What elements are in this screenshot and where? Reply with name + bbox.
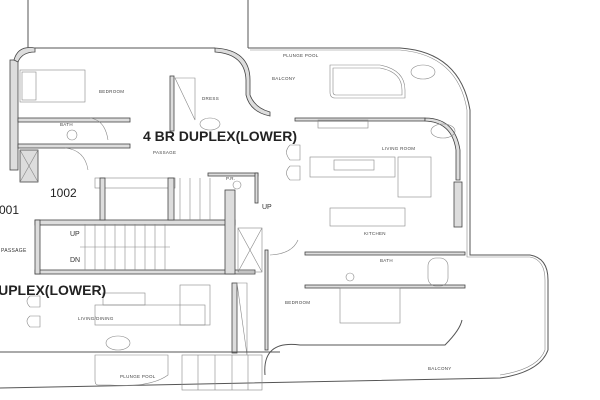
label-bedroom: BEDROOM bbox=[99, 89, 124, 94]
label-passage-lower: PASSAGE bbox=[1, 248, 27, 254]
label-plunge-pool-lower: PLUNGE POOL bbox=[120, 374, 156, 379]
label-balcony: BALCONY bbox=[272, 76, 296, 81]
label-stair-down: DN bbox=[70, 257, 80, 264]
label-bath: BATH bbox=[60, 122, 73, 127]
label-plunge-pool: PLUNGE POOL bbox=[283, 53, 319, 58]
label-balcony-2: BALCONY bbox=[428, 366, 452, 371]
unit-number-1001: 001 bbox=[0, 203, 19, 217]
label-living-room: LIVING ROOM bbox=[382, 146, 415, 151]
label-kitchen: KITCHEN bbox=[364, 231, 386, 236]
label-powder-room: P.R. bbox=[226, 176, 235, 181]
label-stair-up-lower: UP bbox=[70, 231, 80, 238]
labels: BEDROOM DRESS BATH 4 BR DUPLEX(LOWER) PA… bbox=[0, 53, 452, 379]
label-bath-2: BATH bbox=[380, 258, 393, 263]
plan-linework bbox=[0, 0, 549, 391]
label-stair-up: UP bbox=[262, 204, 272, 211]
unit-number-1002: 1002 bbox=[50, 186, 77, 200]
label-passage: PASSAGE bbox=[153, 150, 176, 155]
label-living-dining: LIVING/DINING bbox=[78, 316, 114, 321]
label-dress: DRESS bbox=[202, 96, 219, 101]
unit-title-upper: 4 BR DUPLEX(LOWER) bbox=[143, 128, 297, 144]
label-bedroom-2: BEDROOM bbox=[285, 300, 310, 305]
unit-title-lower: DUPLEX(LOWER) bbox=[0, 282, 106, 298]
